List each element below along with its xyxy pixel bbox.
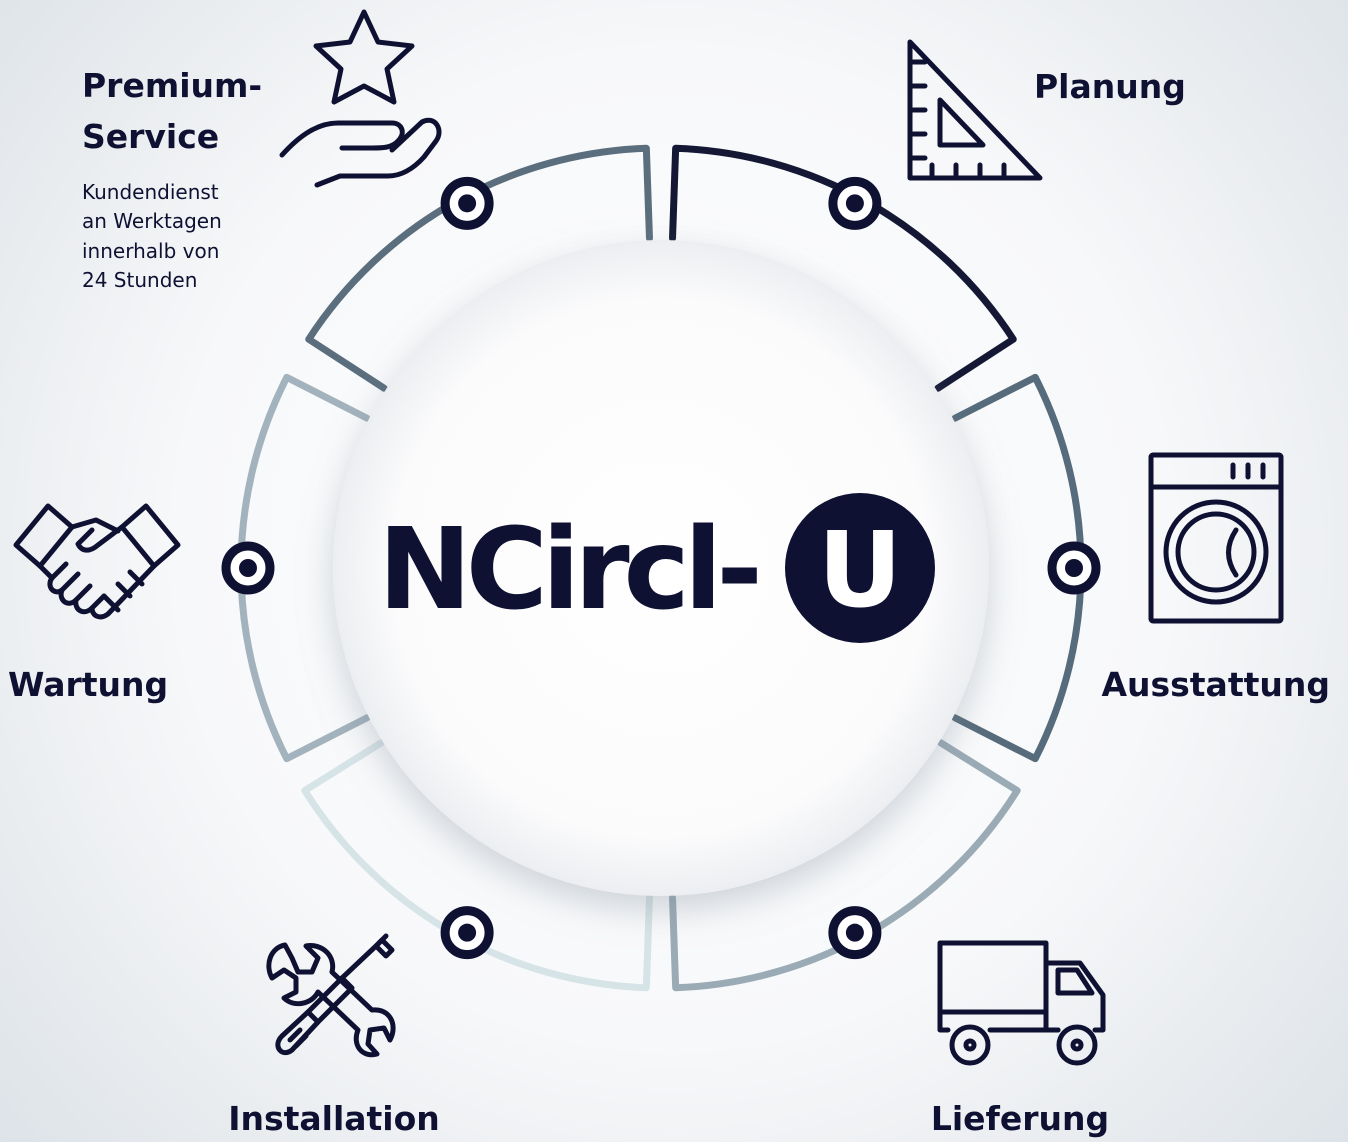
- label-planung: Planung: [1034, 67, 1186, 106]
- node-dot-installation: [458, 923, 477, 942]
- set-square-ruler-icon: [907, 39, 1043, 181]
- node-dot-premium: [458, 194, 477, 213]
- logo-text: NCircl-: [378, 505, 757, 635]
- node-dot-ausstattung: [1065, 559, 1083, 577]
- washing-machine-icon: [1148, 452, 1284, 624]
- star-hand-icon: [279, 9, 442, 188]
- node-dot-lieferung: [845, 923, 864, 942]
- premium-desc-line4: 24 Stunden: [82, 268, 197, 292]
- delivery-truck-icon: [937, 940, 1106, 1066]
- label-ausstattung: Ausstattung: [1101, 665, 1330, 704]
- handshake-icon: [13, 503, 181, 620]
- label-wartung: Wartung: [8, 665, 168, 704]
- premium-desc-line1: Kundendienst: [82, 180, 219, 204]
- premium-desc-line3: innerhalb von: [82, 239, 219, 263]
- label-premium-line2: Service: [82, 117, 219, 156]
- label-premium-line1: Premium-: [82, 66, 262, 105]
- center-disc: [333, 240, 989, 896]
- label-lieferung: Lieferung: [931, 1099, 1109, 1138]
- logo-badge: [785, 493, 935, 643]
- wrench-screwdriver-icon: [266, 933, 396, 1058]
- node-dot-wartung: [239, 559, 257, 577]
- premium-desc-line2: an Werktagen: [82, 209, 222, 233]
- label-installation: Installation: [228, 1099, 440, 1138]
- node-dot-planung: [845, 194, 864, 213]
- logo-badge-letter: U: [818, 509, 902, 631]
